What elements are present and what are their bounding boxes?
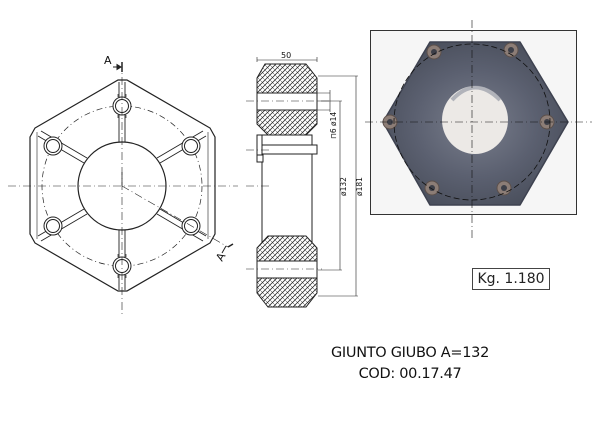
section-marker-top: A <box>104 54 112 67</box>
front-view <box>8 62 238 314</box>
part-title: GIUNTO GIUBO A=132 <box>330 345 490 361</box>
dim-bolt-circle: ø132 <box>339 177 348 196</box>
section-view <box>246 57 358 308</box>
dim-outer-diameter: ø181 <box>355 177 364 196</box>
section-marker-bottom: A <box>213 250 228 263</box>
weight-label: Kg. 1.180 <box>472 268 550 290</box>
photo-view <box>365 20 592 240</box>
dim-hole: ⊓6 ø14 <box>329 112 338 139</box>
part-code: COD: 00.17.47 <box>358 366 462 382</box>
bolt-inserts <box>43 96 201 276</box>
title-block: GIUNTO GIUBO A=132 COD: 00.17.47 <box>300 343 520 385</box>
dim-width: 50 <box>281 51 291 60</box>
